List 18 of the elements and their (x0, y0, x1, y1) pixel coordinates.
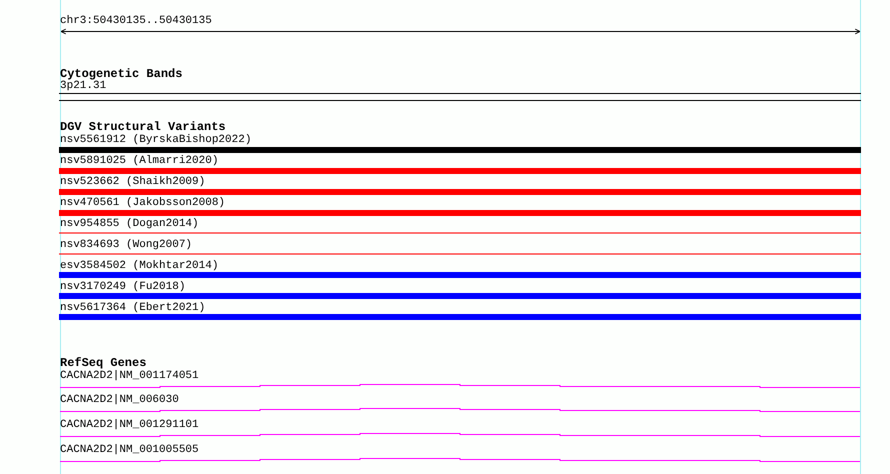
track-title: Cytogenetic Bands (60, 68, 182, 80)
band-label: 3p21.31 (60, 80, 106, 92)
track-title: RefSeq Genes (60, 357, 146, 369)
coordinate-label: chr3:50430135..50430135 (60, 15, 212, 27)
variant-label: nsv954855 (Dogan2014) (60, 218, 199, 230)
gene-label: CACNA2D2|NM_001291101 (60, 419, 199, 431)
track-title: DGV Structural Variants (60, 121, 226, 133)
variant-label: nsv5891025 (Almarri2020) (60, 155, 218, 167)
variant-label: nsv470561 (Jakobsson2008) (60, 197, 226, 209)
variant-label: nsv5617364 (Ebert2021) (60, 302, 206, 314)
variant-label: nsv3170249 (Fu2018) (60, 281, 186, 293)
gene-label: CACNA2D2|NM_001005505 (60, 444, 199, 456)
variant-label: nsv834693 (Wong2007) (60, 239, 192, 251)
variant-label: nsv5561912 (ByrskaBishop2022) (60, 134, 252, 146)
variant-label: esv3584502 (Mokhtar2014) (60, 260, 218, 272)
gene-label: CACNA2D2|NM_001174051 (60, 370, 199, 382)
variant-label: nsv523662 (Shaikh2009) (60, 176, 206, 188)
gene-label: CACNA2D2|NM_006030 (60, 394, 179, 406)
